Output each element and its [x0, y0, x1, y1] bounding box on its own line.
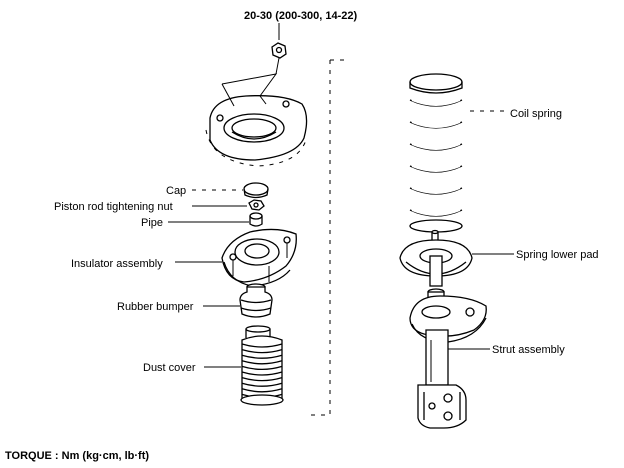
cap [243, 182, 269, 199]
rubber-bumper-label: Rubber bumper [117, 301, 194, 313]
stud-leaders [221, 57, 280, 107]
dust-cover-rib [241, 360, 283, 365]
coil-spring-coil-highlight [411, 209, 461, 216]
upper-mount [205, 95, 308, 167]
coil-spring-coil-highlight [411, 121, 461, 128]
piston-nut-label: Piston rod tightening nut [54, 201, 173, 213]
top-nut [271, 42, 287, 59]
dust-cover-rib [241, 343, 283, 348]
coil-spring-coil-highlight [411, 99, 461, 106]
insulator-assembly [221, 228, 297, 287]
torque-units-footer: TORQUE : Nm (kg·cm, lb·ft) [5, 450, 149, 462]
dust-cover-rib [241, 371, 283, 376]
strut-assembly [409, 288, 487, 429]
coil-spring [409, 73, 463, 233]
rubber-bumper [239, 283, 273, 318]
dust-cover-rib [241, 382, 283, 387]
insulator-label: Insulator assembly [71, 258, 163, 270]
torque-spec-label: 20-30 (200-300, 14-22) [244, 10, 357, 22]
coil-spring-label: Coil spring [510, 108, 562, 120]
pipe-label: Pipe [141, 217, 163, 229]
dust-cover-rib [241, 354, 283, 359]
piston-rod-nut [248, 199, 265, 211]
coil-spring-coil-highlight [411, 165, 461, 172]
spring-lower-pad [399, 229, 473, 287]
dust-cover-rib [241, 376, 283, 382]
dust-cover-rib [241, 365, 283, 371]
alignment-guide [307, 60, 331, 416]
dust-cover-ribs [241, 343, 283, 399]
dust-cover-rib [241, 348, 283, 354]
pipe [249, 212, 263, 227]
dust-cover-rib [241, 388, 283, 393]
dust-cover-label: Dust cover [143, 362, 196, 374]
cap-label: Cap [166, 185, 186, 197]
coil-spring-coil-highlight [411, 187, 461, 194]
dust-cover [240, 325, 284, 406]
spring-lower-pad-label: Spring lower pad [516, 249, 599, 261]
strut-assembly-label: Strut assembly [492, 344, 565, 356]
coil-spring-coil-highlight [411, 143, 461, 150]
